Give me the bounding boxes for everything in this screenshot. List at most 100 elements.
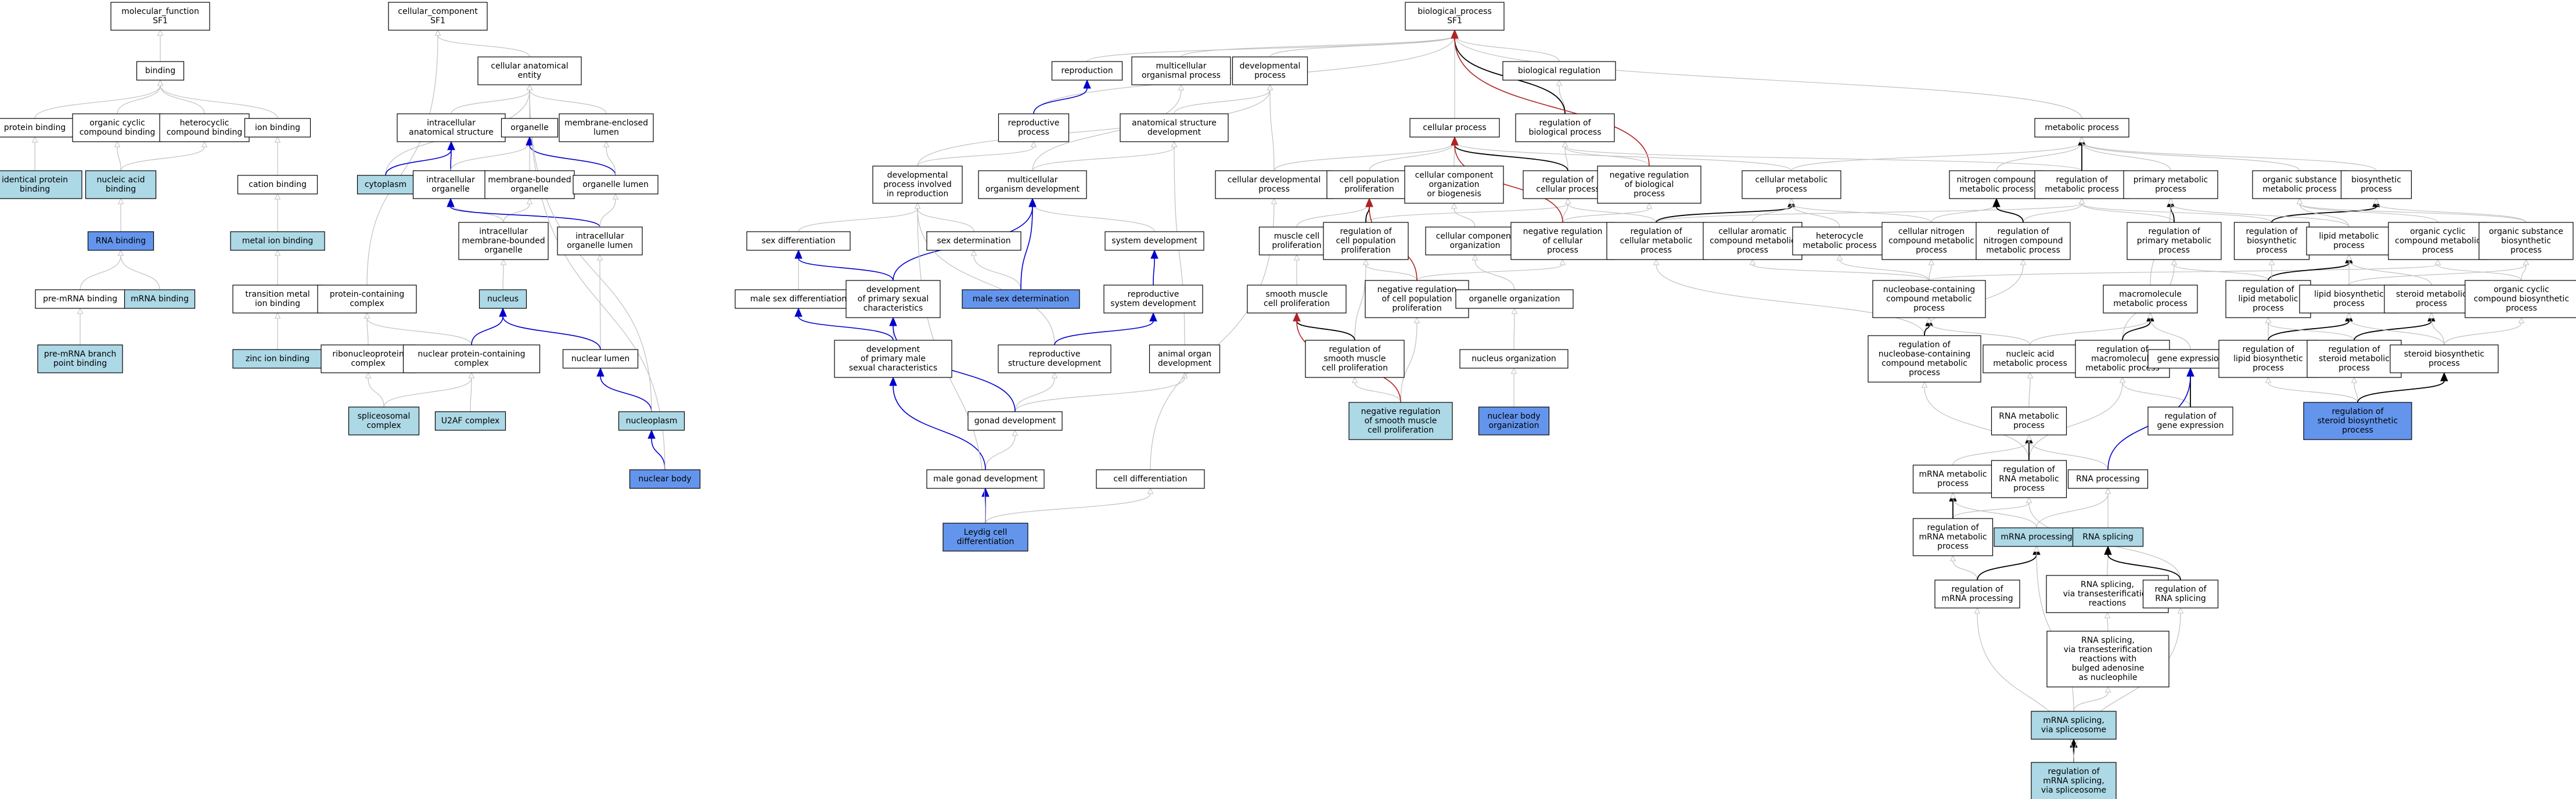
edge-isa bbox=[1791, 203, 1932, 223]
node-label-line: organelle bbox=[484, 246, 522, 255]
node-box bbox=[237, 175, 318, 195]
edge-arrowhead bbox=[1564, 197, 1571, 204]
edge-arrowhead bbox=[1472, 254, 1478, 261]
node-label-line: cellular process bbox=[1536, 185, 1599, 194]
node-label-line: regulation of bbox=[2148, 227, 2200, 236]
node-box bbox=[2225, 280, 2311, 318]
node-box bbox=[72, 113, 163, 142]
edge-isa bbox=[1032, 203, 1155, 232]
edge-isa bbox=[1839, 260, 1930, 281]
edge-part bbox=[798, 316, 894, 341]
node-label-line: of smooth muscle bbox=[1365, 416, 1437, 426]
edge-arrowhead bbox=[526, 197, 533, 204]
edge-regulates bbox=[2354, 321, 2432, 341]
node-label-line: lipid metabolic bbox=[2238, 294, 2298, 304]
node-label-line: nuclear body bbox=[638, 474, 691, 484]
edge-part bbox=[893, 385, 986, 470]
edge-arrowhead bbox=[1365, 197, 1373, 207]
edge-isa bbox=[160, 85, 205, 114]
node-label-line: binding bbox=[20, 185, 50, 194]
edge-arrowhead bbox=[2027, 372, 2034, 379]
node-label-line: RNA metabolic bbox=[1999, 412, 2059, 421]
node-label-line: nuclear lumen bbox=[571, 354, 630, 363]
node-label-line: regulation of bbox=[1951, 585, 2003, 594]
edge-isa bbox=[2030, 318, 2151, 345]
node-label-line: cellular_component bbox=[398, 7, 478, 16]
node-label-line: ion binding bbox=[255, 299, 300, 308]
node-label-line: nitrogen compound bbox=[1983, 236, 2063, 246]
edge-arrowhead bbox=[647, 429, 656, 439]
node-label-line: membrane-bounded bbox=[462, 236, 545, 246]
edge-arrowhead bbox=[889, 376, 897, 386]
edge-layer bbox=[31, 29, 2530, 763]
node-label-line: in reproduction bbox=[887, 189, 948, 199]
go-term-node-rna-binding: RNA binding bbox=[87, 231, 154, 251]
node-label-line: compound metabolic bbox=[1886, 294, 1972, 304]
node-label-line: molecular_function bbox=[121, 7, 199, 16]
node-label-line: heterocycle bbox=[1816, 232, 1863, 241]
node-label-line: mRNA metabolic bbox=[1919, 470, 1987, 479]
go-term-node-zinc-ion-binding: zinc ion binding bbox=[232, 349, 323, 369]
node-label-line: cellular aromatic bbox=[1718, 227, 1787, 236]
edge-regulates bbox=[1977, 554, 2037, 581]
node-box bbox=[2031, 762, 2117, 799]
edge-arrowhead bbox=[1974, 607, 1981, 614]
go-term-node-nucleus-organization: nucleus organization bbox=[1459, 349, 1568, 369]
node-box bbox=[2067, 469, 2149, 489]
node-label-line: entity bbox=[518, 71, 542, 80]
edge-arrowhead bbox=[2104, 487, 2111, 494]
edge-isa bbox=[368, 377, 384, 408]
node-label-line: nuclear protein-containing bbox=[418, 350, 525, 359]
node-box bbox=[85, 170, 157, 199]
node-box bbox=[846, 280, 941, 318]
node-label-line: cellular process bbox=[1423, 123, 1486, 132]
node-label-line: reproduction bbox=[1061, 66, 1113, 75]
node-label-line: male sex determination bbox=[973, 294, 1069, 304]
edge-isa bbox=[160, 85, 278, 119]
node-label-line: process bbox=[2416, 299, 2447, 308]
edge-arrowhead bbox=[2025, 434, 2032, 441]
node-label-line: proliferation bbox=[1341, 246, 1390, 255]
go-term-node-u2af-complex: U2AF complex bbox=[434, 411, 506, 431]
edge-isa bbox=[1656, 264, 1925, 336]
node-label-line: metabolic process bbox=[1993, 359, 2067, 368]
edge-arrowhead bbox=[2104, 686, 2111, 693]
node-label-line: mRNA processing bbox=[2001, 532, 2072, 542]
node-label-line: nuclear body bbox=[1487, 412, 1540, 421]
node-label-line: compound metabolic bbox=[2395, 236, 2481, 246]
node-label-line: nucleic acid bbox=[96, 175, 145, 185]
node-label-line: process bbox=[1776, 185, 1807, 194]
edge-isa bbox=[2150, 318, 2191, 350]
node-label-line: nucleoplasm bbox=[626, 416, 678, 426]
edge-arrowhead bbox=[2025, 496, 2032, 503]
node-label-line: cation binding bbox=[249, 180, 307, 189]
edge-arrowhead bbox=[1030, 141, 1037, 147]
node-box bbox=[1131, 56, 1231, 85]
node-box bbox=[1348, 402, 1453, 440]
edge-isa bbox=[2299, 203, 2438, 223]
node-label-line: RNA splicing bbox=[2082, 532, 2134, 542]
node-label-line: cellular anatomical bbox=[491, 62, 568, 71]
edge-isa bbox=[1181, 35, 1455, 57]
node-label-line: Leydig cell bbox=[964, 528, 1008, 537]
edge-isa bbox=[1952, 502, 2030, 519]
go-term-node-rna-splicing: RNA splicing bbox=[2072, 527, 2144, 547]
go-term-node-nucleus: nucleus bbox=[478, 289, 527, 309]
node-box bbox=[317, 285, 417, 314]
node-box bbox=[1742, 170, 1841, 199]
edge-isa bbox=[1174, 89, 1271, 114]
node-label-line: organelle bbox=[510, 123, 548, 132]
node-box bbox=[2233, 222, 2310, 260]
